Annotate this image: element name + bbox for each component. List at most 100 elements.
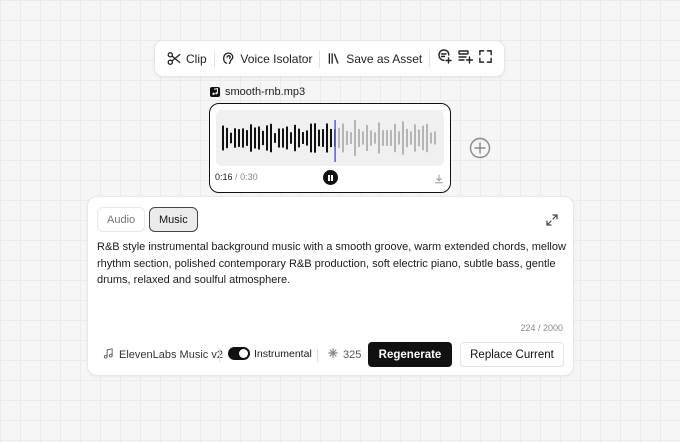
waveform-bar xyxy=(366,124,368,152)
toolbar-divider xyxy=(213,49,215,68)
tab-audio[interactable]: Audio xyxy=(97,207,146,232)
waveform-bar xyxy=(266,125,268,151)
scissors-icon xyxy=(167,51,182,66)
waveform-bar xyxy=(338,127,340,149)
file-label: smooth-rnb.mp3 xyxy=(210,86,305,98)
playlist-add-button[interactable] xyxy=(454,46,475,72)
audio-player[interactable]: 0:16 / 0:30 xyxy=(209,103,451,193)
waveform-bar xyxy=(270,123,272,153)
model-selector[interactable]: ElevenLabs Music v2 xyxy=(103,348,223,362)
expand-icon[interactable] xyxy=(546,213,558,231)
waveform-bar xyxy=(322,129,324,147)
toolbar-divider xyxy=(429,49,431,68)
waveform-bar xyxy=(302,132,304,144)
waveform-bar xyxy=(246,130,248,146)
waveform-bar xyxy=(362,131,364,145)
clip-button[interactable]: Clip xyxy=(163,46,211,72)
replace-current-button[interactable]: Replace Current xyxy=(460,342,564,367)
model-label: ElevenLabs Music v2 xyxy=(119,349,223,361)
waveform-bar xyxy=(434,131,436,145)
waveform-bar xyxy=(290,132,292,144)
waveform-bar xyxy=(310,123,312,153)
waveform-bar xyxy=(274,133,276,143)
waveform-bar xyxy=(226,127,228,149)
toolbar-divider xyxy=(319,49,321,68)
waveform-svg xyxy=(222,120,436,162)
waveform-bar xyxy=(314,123,316,153)
credit-cost: 325 xyxy=(328,348,361,361)
prompt-text[interactable]: R&B style instrumental background music … xyxy=(97,241,566,286)
waveform-bar xyxy=(370,130,372,146)
waveform-bar xyxy=(406,128,408,148)
tab-music[interactable]: Music xyxy=(149,207,198,232)
queue-add-icon xyxy=(436,48,452,69)
waveform-bar xyxy=(278,128,280,148)
waveform-bar xyxy=(354,120,356,156)
instrumental-label: Instrumental xyxy=(254,347,312,360)
waveform-bar xyxy=(306,130,308,146)
clip-label: Clip xyxy=(186,51,207,66)
footer-divider xyxy=(219,349,220,362)
waveform-bar xyxy=(358,129,360,147)
playlist-add-icon xyxy=(457,48,473,69)
waveform-bar xyxy=(286,126,288,150)
footer-divider xyxy=(317,349,318,362)
waveform-bar xyxy=(378,122,380,154)
waveform-bar xyxy=(250,124,252,152)
waveform-bar xyxy=(342,123,344,153)
top-toolbar: Clip Voice Isolator Save as Asset xyxy=(154,40,505,77)
playback-time: 0:16 / 0:30 xyxy=(215,172,258,182)
pause-button[interactable] xyxy=(323,170,338,185)
download-icon[interactable] xyxy=(434,171,444,189)
current-time: 0:16 xyxy=(215,172,233,182)
waveform-bar xyxy=(418,129,420,147)
waveform-bar xyxy=(254,127,256,149)
waveform-bar xyxy=(426,123,428,153)
pause-icon xyxy=(327,174,333,181)
total-time: 0:30 xyxy=(240,172,258,182)
regenerate-button[interactable]: Regenerate xyxy=(368,342,452,367)
waveform-bar xyxy=(262,130,264,146)
waveform-bar xyxy=(422,125,424,151)
toggle-switch[interactable] xyxy=(228,347,250,360)
waveform-bar xyxy=(234,128,236,148)
waveform-bar xyxy=(238,129,240,147)
file-name: smooth-rnb.mp3 xyxy=(225,86,306,98)
character-count: 224 / 2000 xyxy=(520,323,563,333)
asterisk-icon xyxy=(328,348,338,361)
waveform[interactable] xyxy=(216,110,444,166)
waveform-bar xyxy=(350,132,352,144)
waveform-bar xyxy=(258,126,260,150)
fullscreen-button[interactable] xyxy=(475,46,496,72)
waveform-bar xyxy=(294,124,296,152)
card-footer: ElevenLabs Music v2 Instrumental 325 Reg… xyxy=(88,342,573,368)
library-icon xyxy=(327,51,342,66)
time-separator: / xyxy=(235,172,238,182)
fullscreen-icon xyxy=(478,49,493,69)
prompt-card: Audio Music R&B style instrumental backg… xyxy=(87,196,574,376)
voice-isolator-button[interactable]: Voice Isolator xyxy=(217,46,316,72)
voice-isolator-icon xyxy=(221,51,236,66)
waveform-bar xyxy=(402,121,404,155)
waveform-bar xyxy=(382,130,384,146)
waveform-bar xyxy=(430,132,432,144)
save-as-asset-label: Save as Asset xyxy=(346,51,423,66)
waveform-bar xyxy=(410,131,412,145)
voice-isolator-label: Voice Isolator xyxy=(240,51,313,66)
waveform-bar xyxy=(346,130,348,146)
music-note-icon xyxy=(103,348,114,362)
waveform-bar xyxy=(242,128,244,148)
music-note-icon xyxy=(210,87,220,97)
waveform-bar xyxy=(398,131,400,145)
waveform-bar xyxy=(394,123,396,153)
plus-circle-icon[interactable] xyxy=(469,137,491,164)
playhead[interactable] xyxy=(334,120,336,162)
queue-add-button[interactable] xyxy=(433,46,454,72)
waveform-bar xyxy=(330,128,332,148)
waveform-bar xyxy=(414,124,416,152)
save-as-asset-button[interactable]: Save as Asset xyxy=(323,46,426,72)
waveform-bar xyxy=(386,130,388,146)
waveform-bar xyxy=(326,123,328,153)
instrumental-toggle[interactable]: Instrumental xyxy=(228,347,312,360)
waveform-bar xyxy=(390,130,392,146)
